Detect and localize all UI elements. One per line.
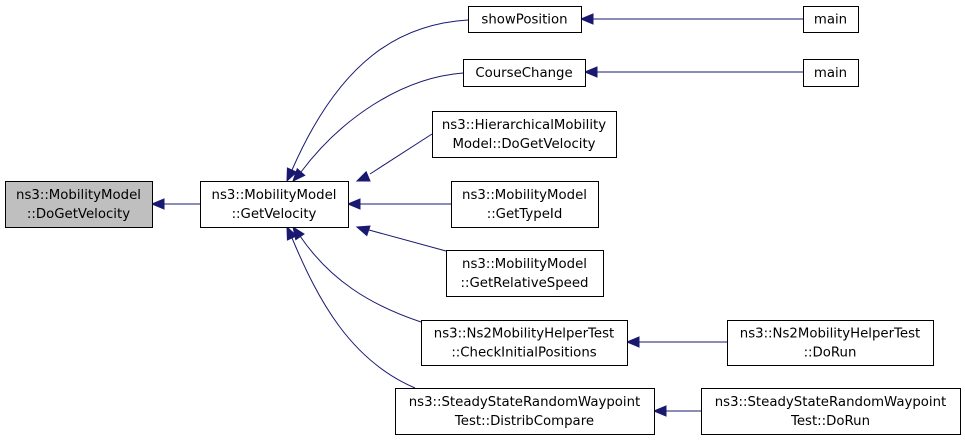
- node-box: [395, 388, 655, 435]
- node-label-line: ns3::MobilityModel: [462, 257, 587, 272]
- node-hierarchical-do-get-velocity[interactable]: ns3::HierarchicalMobilityModel::DoGetVel…: [432, 111, 617, 158]
- node-label-line: ns3::Ns2MobilityHelperTest: [434, 327, 614, 342]
- edge-get-relative-speed-to-get-velocity: [368, 229, 447, 252]
- node-box: [727, 320, 934, 366]
- edge-check-initial-positions-to-get-velocity: [299, 235, 422, 323]
- node-distrib-compare[interactable]: ns3::SteadyStateRandomWaypointTest::Dist…: [395, 388, 655, 435]
- node-label-line: ::CheckInitialPositions: [451, 346, 596, 361]
- arrowhead-icon: [652, 405, 667, 417]
- node-box: [5, 181, 153, 228]
- edge-distrib-compare-to-get-velocity: [291, 237, 416, 389]
- node-label-line: ::DoGetVelocity: [27, 207, 130, 222]
- node-box: [200, 181, 349, 228]
- node-do-get-velocity[interactable]: ns3::MobilityModel::DoGetVelocity: [5, 181, 153, 228]
- node-label-line: ns3::MobilityModel: [212, 188, 337, 203]
- node-label-line: ns3::HierarchicalMobility: [442, 118, 606, 133]
- node-label-line: showPosition: [481, 13, 567, 28]
- edge-show-position-to-get-velocity: [291, 19, 469, 171]
- node-label-line: ns3::Ns2MobilityHelperTest: [740, 327, 920, 342]
- node-ns2-do-run[interactable]: ns3::Ns2MobilityHelperTest::DoRun: [727, 320, 934, 366]
- node-box: [701, 388, 961, 435]
- node-label-line: ::GetRelativeSpeed: [461, 276, 589, 291]
- arrowhead-icon: [286, 167, 298, 183]
- node-label-line: ::GetTypeId: [487, 207, 563, 222]
- node-label-line: ns3::SteadyStateRandomWaypoint: [409, 395, 641, 410]
- arrowhead-icon: [292, 167, 306, 182]
- arrowhead-icon: [355, 170, 371, 182]
- arrowhead-icon: [150, 198, 165, 210]
- node-get-type-id[interactable]: ns3::MobilityModel::GetTypeId: [451, 181, 599, 228]
- node-box: [451, 181, 599, 228]
- arrowhead-icon: [583, 66, 598, 78]
- node-box: [803, 59, 859, 87]
- node-label-line: main: [814, 13, 847, 28]
- node-get-velocity[interactable]: ns3::MobilityModel::GetVelocity: [200, 181, 349, 228]
- node-label-line: CourseChange: [475, 66, 572, 81]
- arrowhead-icon: [579, 13, 594, 25]
- edges-layer: [150, 13, 803, 417]
- node-box: [446, 250, 604, 297]
- node-label-line: ::GetVelocity: [232, 207, 317, 222]
- arrowhead-icon: [355, 225, 371, 237]
- node-main-2[interactable]: main: [803, 59, 859, 87]
- arrowhead-icon: [346, 198, 361, 210]
- node-get-relative-speed[interactable]: ns3::MobilityModel::GetRelativeSpeed: [446, 250, 604, 297]
- node-label-line: ns3::MobilityModel: [462, 188, 587, 203]
- node-box: [803, 6, 859, 33]
- node-check-initial-positions[interactable]: ns3::Ns2MobilityHelperTest::CheckInitial…: [421, 320, 628, 366]
- node-label-line: ns3::MobilityModel: [16, 188, 141, 203]
- node-box: [421, 320, 628, 366]
- arrowhead-icon: [286, 225, 298, 241]
- node-box: [432, 111, 617, 158]
- node-label-line: ns3::SteadyStateRandomWaypoint: [715, 395, 947, 410]
- node-show-position[interactable]: showPosition: [468, 6, 582, 33]
- edge-course-change-to-get-velocity: [300, 72, 464, 173]
- edge-hierarchical-do-get-velocity-to-get-velocity: [369, 133, 433, 175]
- node-course-change[interactable]: CourseChange: [463, 59, 586, 87]
- node-box: [463, 59, 586, 87]
- arrowhead-icon: [625, 336, 640, 348]
- arrowhead-icon: [292, 225, 305, 241]
- node-steady-do-run[interactable]: ns3::SteadyStateRandomWaypointTest::DoRu…: [701, 388, 961, 435]
- node-label-line: ::DoRun: [804, 346, 857, 361]
- node-label-line: Test::DoRun: [790, 414, 870, 429]
- nodes-layer: ns3::MobilityModel::DoGetVelocityns3::Mo…: [5, 6, 961, 435]
- node-box: [468, 6, 582, 33]
- node-label-line: Test::DistribCompare: [454, 414, 594, 429]
- node-label-line: main: [814, 66, 847, 81]
- node-main-1[interactable]: main: [803, 6, 859, 33]
- node-label-line: Model::DoGetVelocity: [452, 137, 595, 152]
